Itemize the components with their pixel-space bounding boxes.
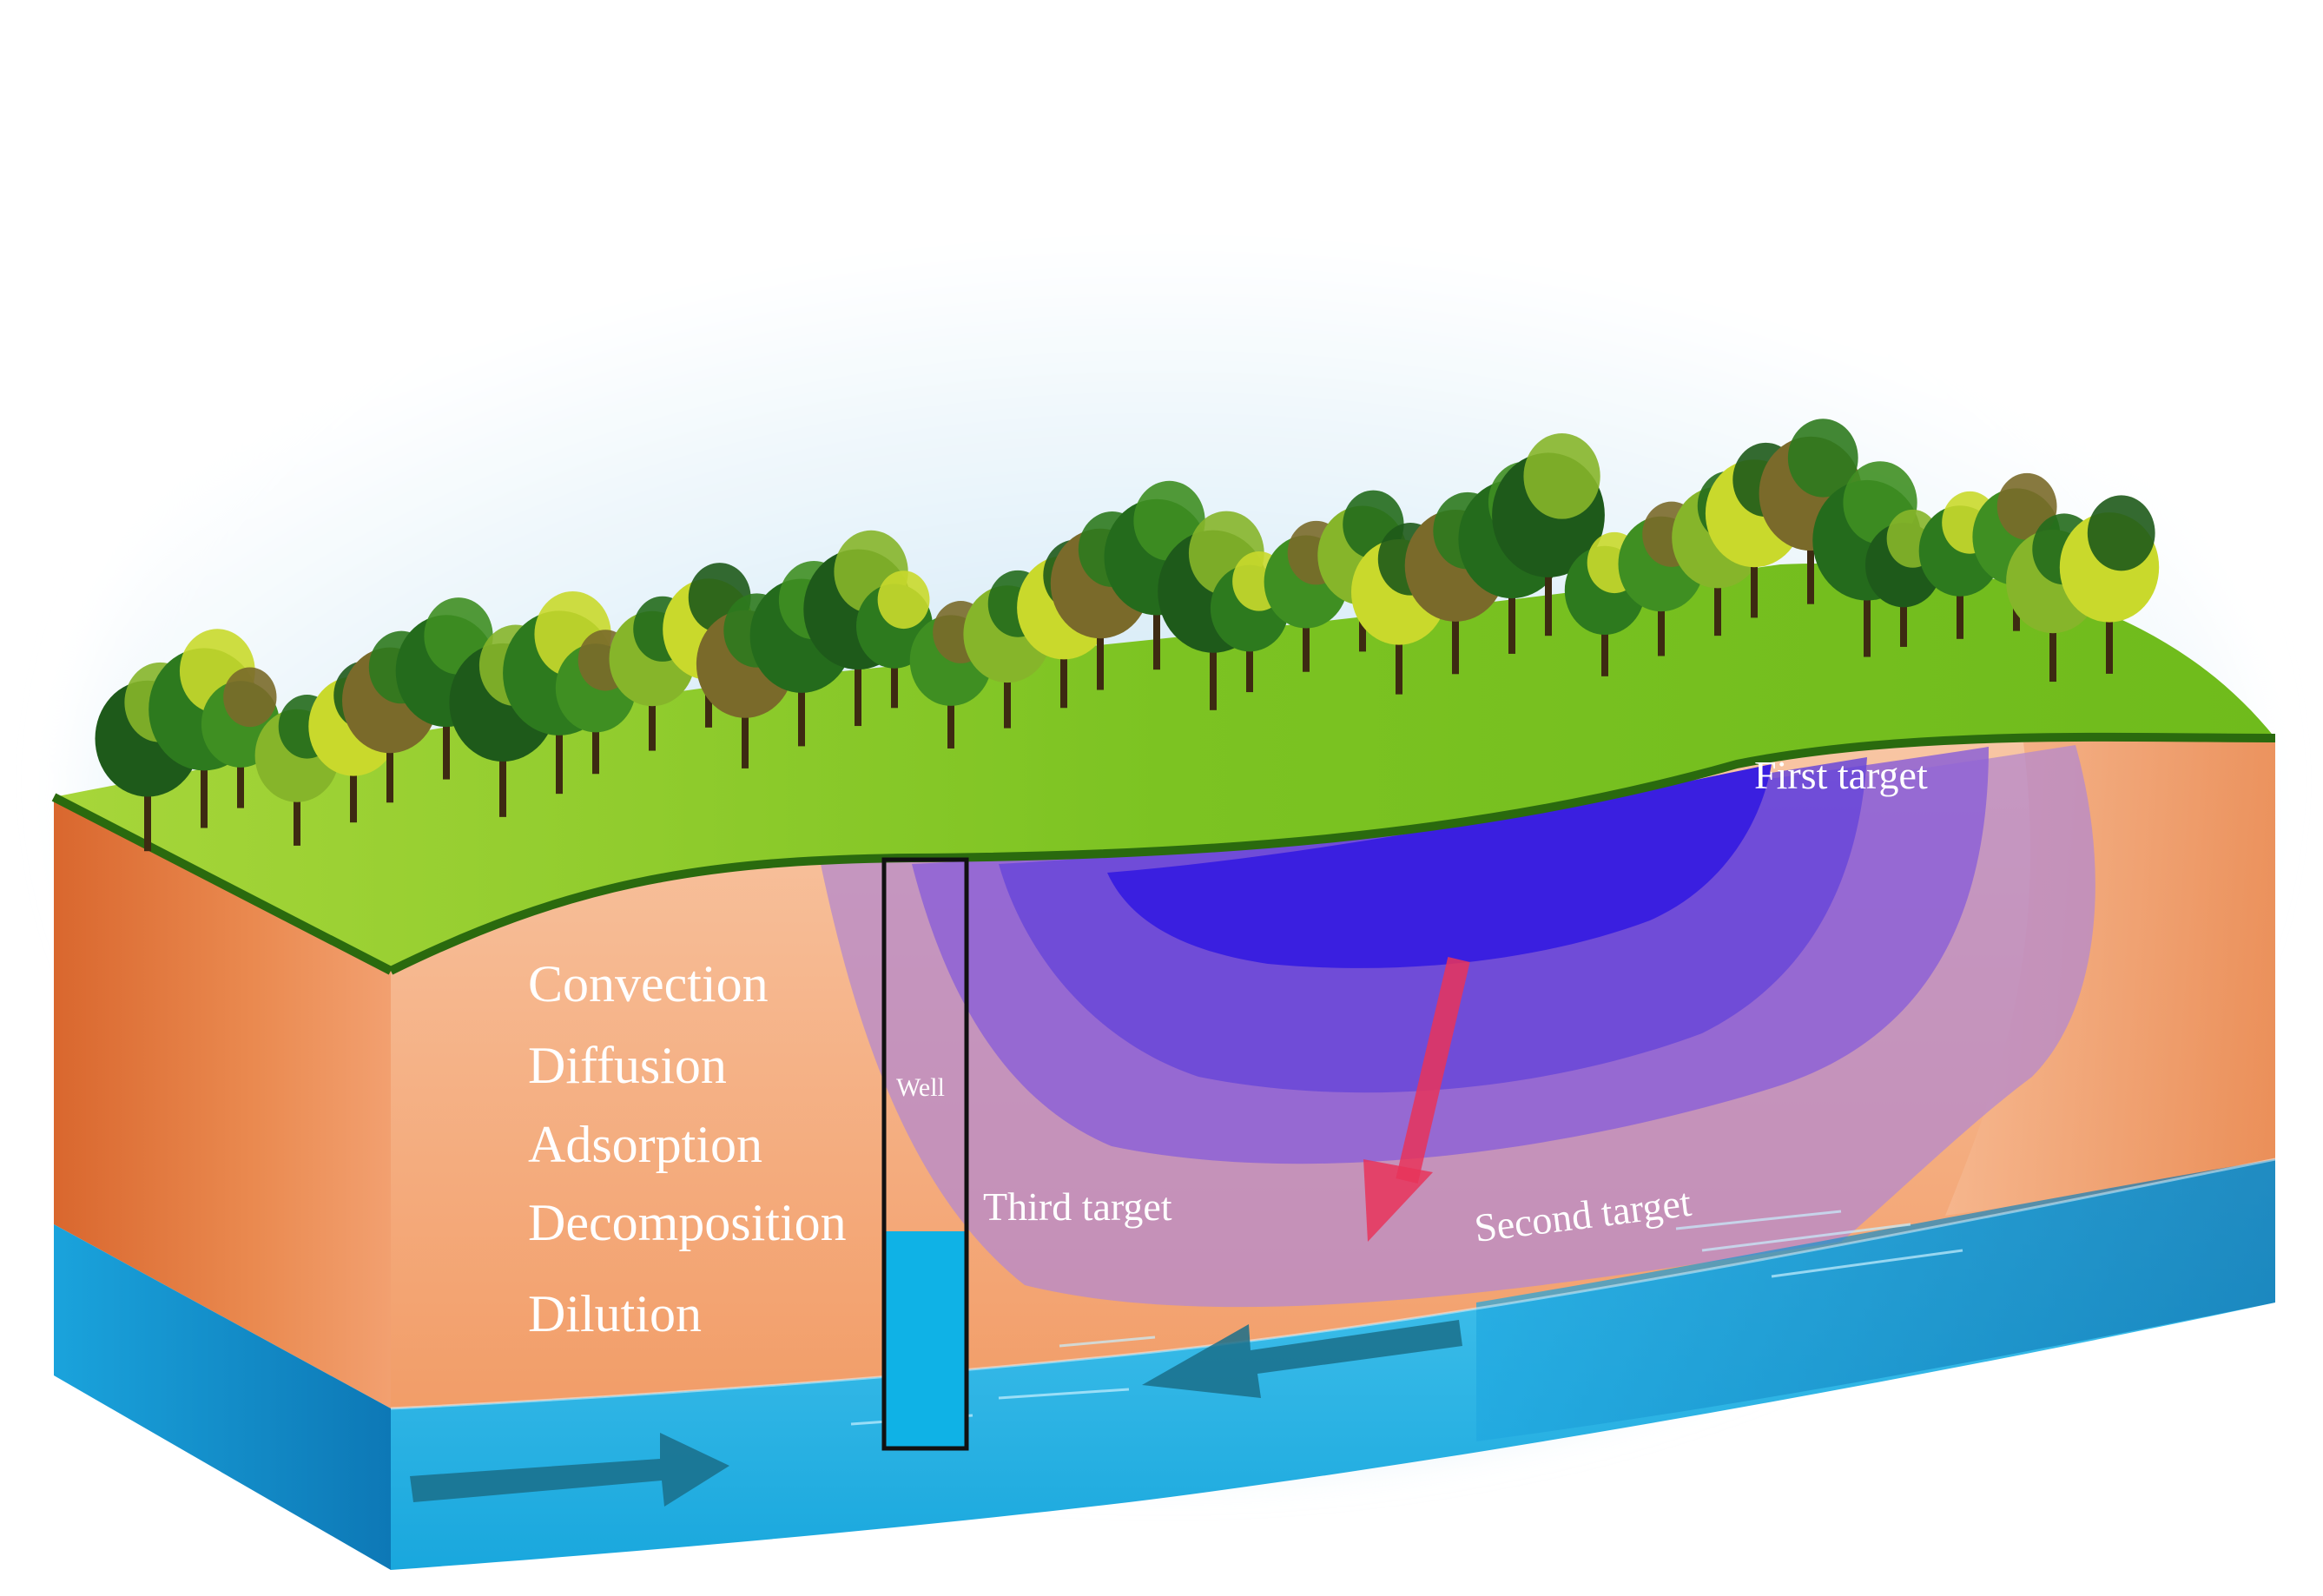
- well-label: Well: [896, 1073, 945, 1102]
- aquifer-boundary-line: [390, 1157, 2276, 1410]
- first-target-label: First target: [1754, 753, 1928, 797]
- tree-icon: [2059, 495, 2160, 674]
- soil-right-shoulder: [1945, 735, 2275, 1216]
- grass-front-edge: [388, 732, 2276, 975]
- forest: [95, 419, 2160, 852]
- process-item: Convection: [528, 955, 769, 1012]
- arrow-down-icon: [1363, 957, 1470, 1242]
- arrow-left-icon: [1142, 1320, 1462, 1398]
- well-casing: [881, 857, 969, 1451]
- plume-first-target-core: [1107, 764, 1772, 968]
- grass-left-edge: [51, 793, 393, 975]
- arrow-right-icon: [410, 1433, 729, 1507]
- process-item: Dilution: [528, 1285, 702, 1342]
- process-item: Decomposition: [528, 1194, 847, 1251]
- soil-left-face: [54, 797, 391, 1408]
- process-item: Diffusion: [528, 1037, 727, 1094]
- grass-top-surface: [54, 563, 2275, 971]
- process-list: Convection Diffusion Adsorption Decompos…: [528, 955, 847, 1342]
- well-water: [884, 1231, 967, 1448]
- third-target-label: Third target: [983, 1184, 1172, 1229]
- aquifer-left-face: [54, 1224, 391, 1570]
- tree-icon: [1492, 433, 1605, 636]
- process-item: Adsorption: [528, 1116, 762, 1173]
- aquifer-right-shade: [1476, 1159, 2275, 1441]
